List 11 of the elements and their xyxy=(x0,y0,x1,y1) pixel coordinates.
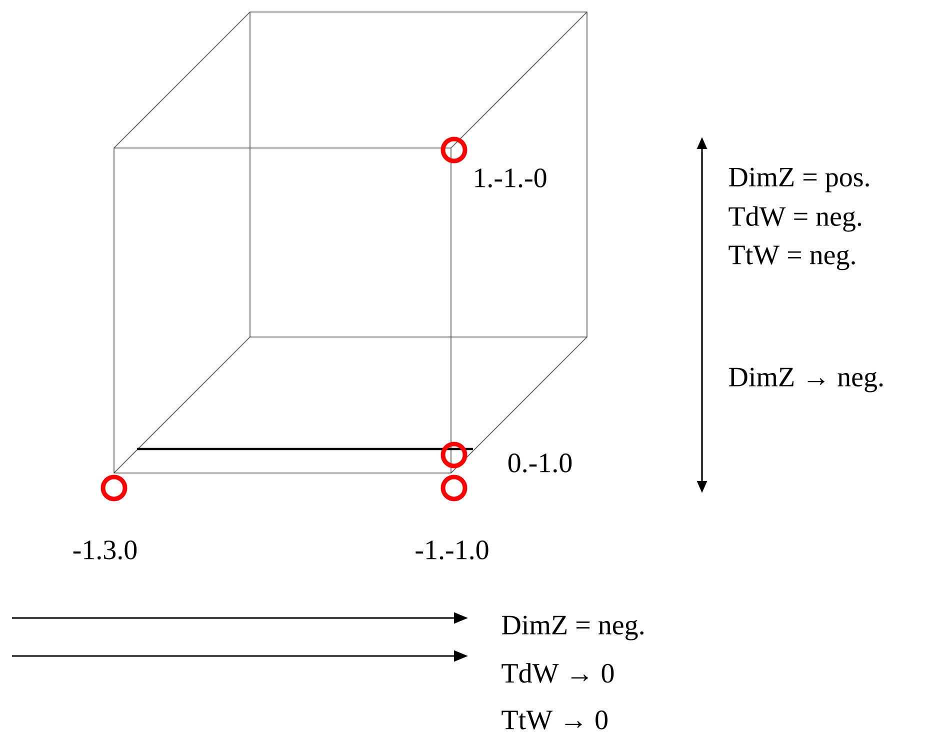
condition-text: TdW = neg. xyxy=(728,206,862,232)
condition-text: TtW = neg. xyxy=(728,246,855,270)
corner-label: 0.-1.0 xyxy=(508,454,572,472)
corner-label: 1.-1.-0 xyxy=(475,168,546,188)
corner-label: -1.-1.0 xyxy=(416,540,488,560)
condition-text: DimZ → neg. xyxy=(729,368,883,392)
condition-text: DimZ = neg. xyxy=(502,616,644,640)
condition-text: TdW → 0 xyxy=(502,663,614,683)
condition-text: TtW → 0 xyxy=(502,710,608,730)
corner-label: -1.3.0 xyxy=(73,540,137,560)
condition-text: DimZ = pos. xyxy=(729,168,869,192)
